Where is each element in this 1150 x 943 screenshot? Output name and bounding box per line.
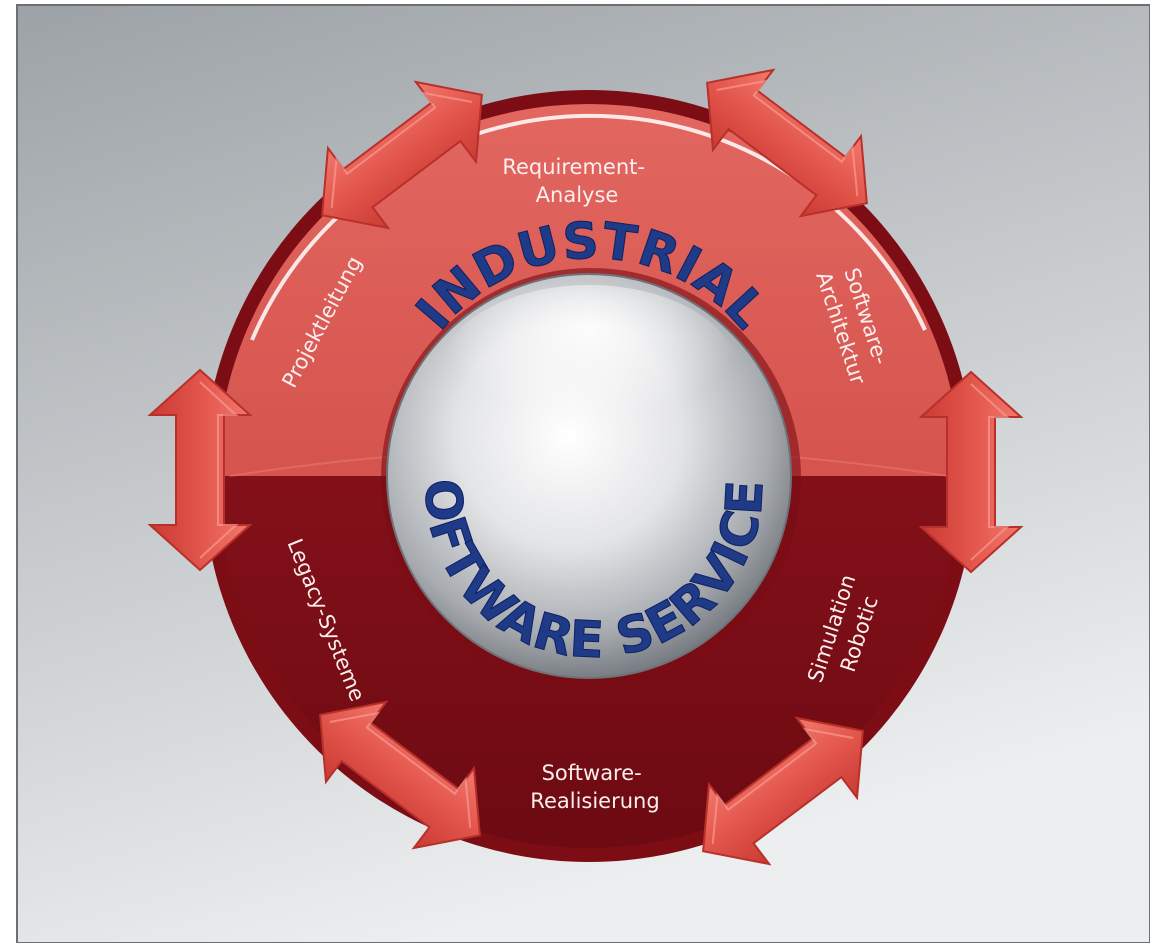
label-requirement-analyse: Requirement- Analyse (502, 155, 651, 207)
ring-highlight-arc (250, 113, 927, 341)
center-sphere (381, 268, 801, 688)
label-software-realisierung: Software- Realisierung (530, 761, 659, 813)
panel-frame (16, 4, 1150, 943)
sphere-highlight (439, 285, 739, 465)
